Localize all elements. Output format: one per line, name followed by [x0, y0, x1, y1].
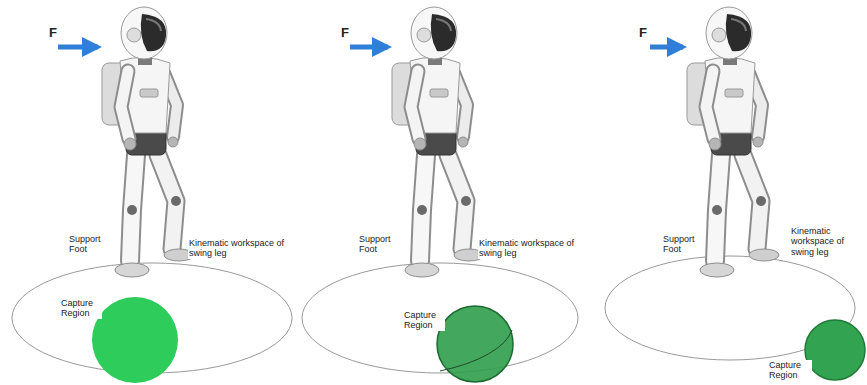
force-arrow	[350, 45, 388, 50]
capture-region-label: Capture Region	[768, 360, 812, 381]
force-label: F	[340, 26, 350, 41]
capture-region	[437, 306, 513, 382]
capture-region-label: Capture Region	[403, 310, 445, 331]
capture-region	[92, 297, 178, 383]
robot-figure	[392, 7, 484, 277]
capture-region-label: Capture Region	[60, 298, 102, 319]
force-label: F	[638, 26, 648, 41]
force-arrow	[650, 45, 683, 50]
capture-region	[805, 320, 865, 380]
force-label: F	[48, 26, 58, 41]
robot-figure	[102, 7, 194, 277]
workspace-label: Kinematic workspace of swing leg	[478, 238, 580, 259]
support-foot-label: Support Foot	[358, 234, 400, 255]
force-arrow	[58, 45, 98, 50]
support-foot-label: Support Foot	[68, 234, 110, 255]
support-foot-label: Support Foot	[662, 234, 704, 255]
workspace-label: Kinematic workspace of swing leg	[790, 226, 864, 257]
workspace-ellipse	[440, 330, 512, 371]
workspace-label: Kinematic workspace of swing leg	[188, 238, 290, 259]
